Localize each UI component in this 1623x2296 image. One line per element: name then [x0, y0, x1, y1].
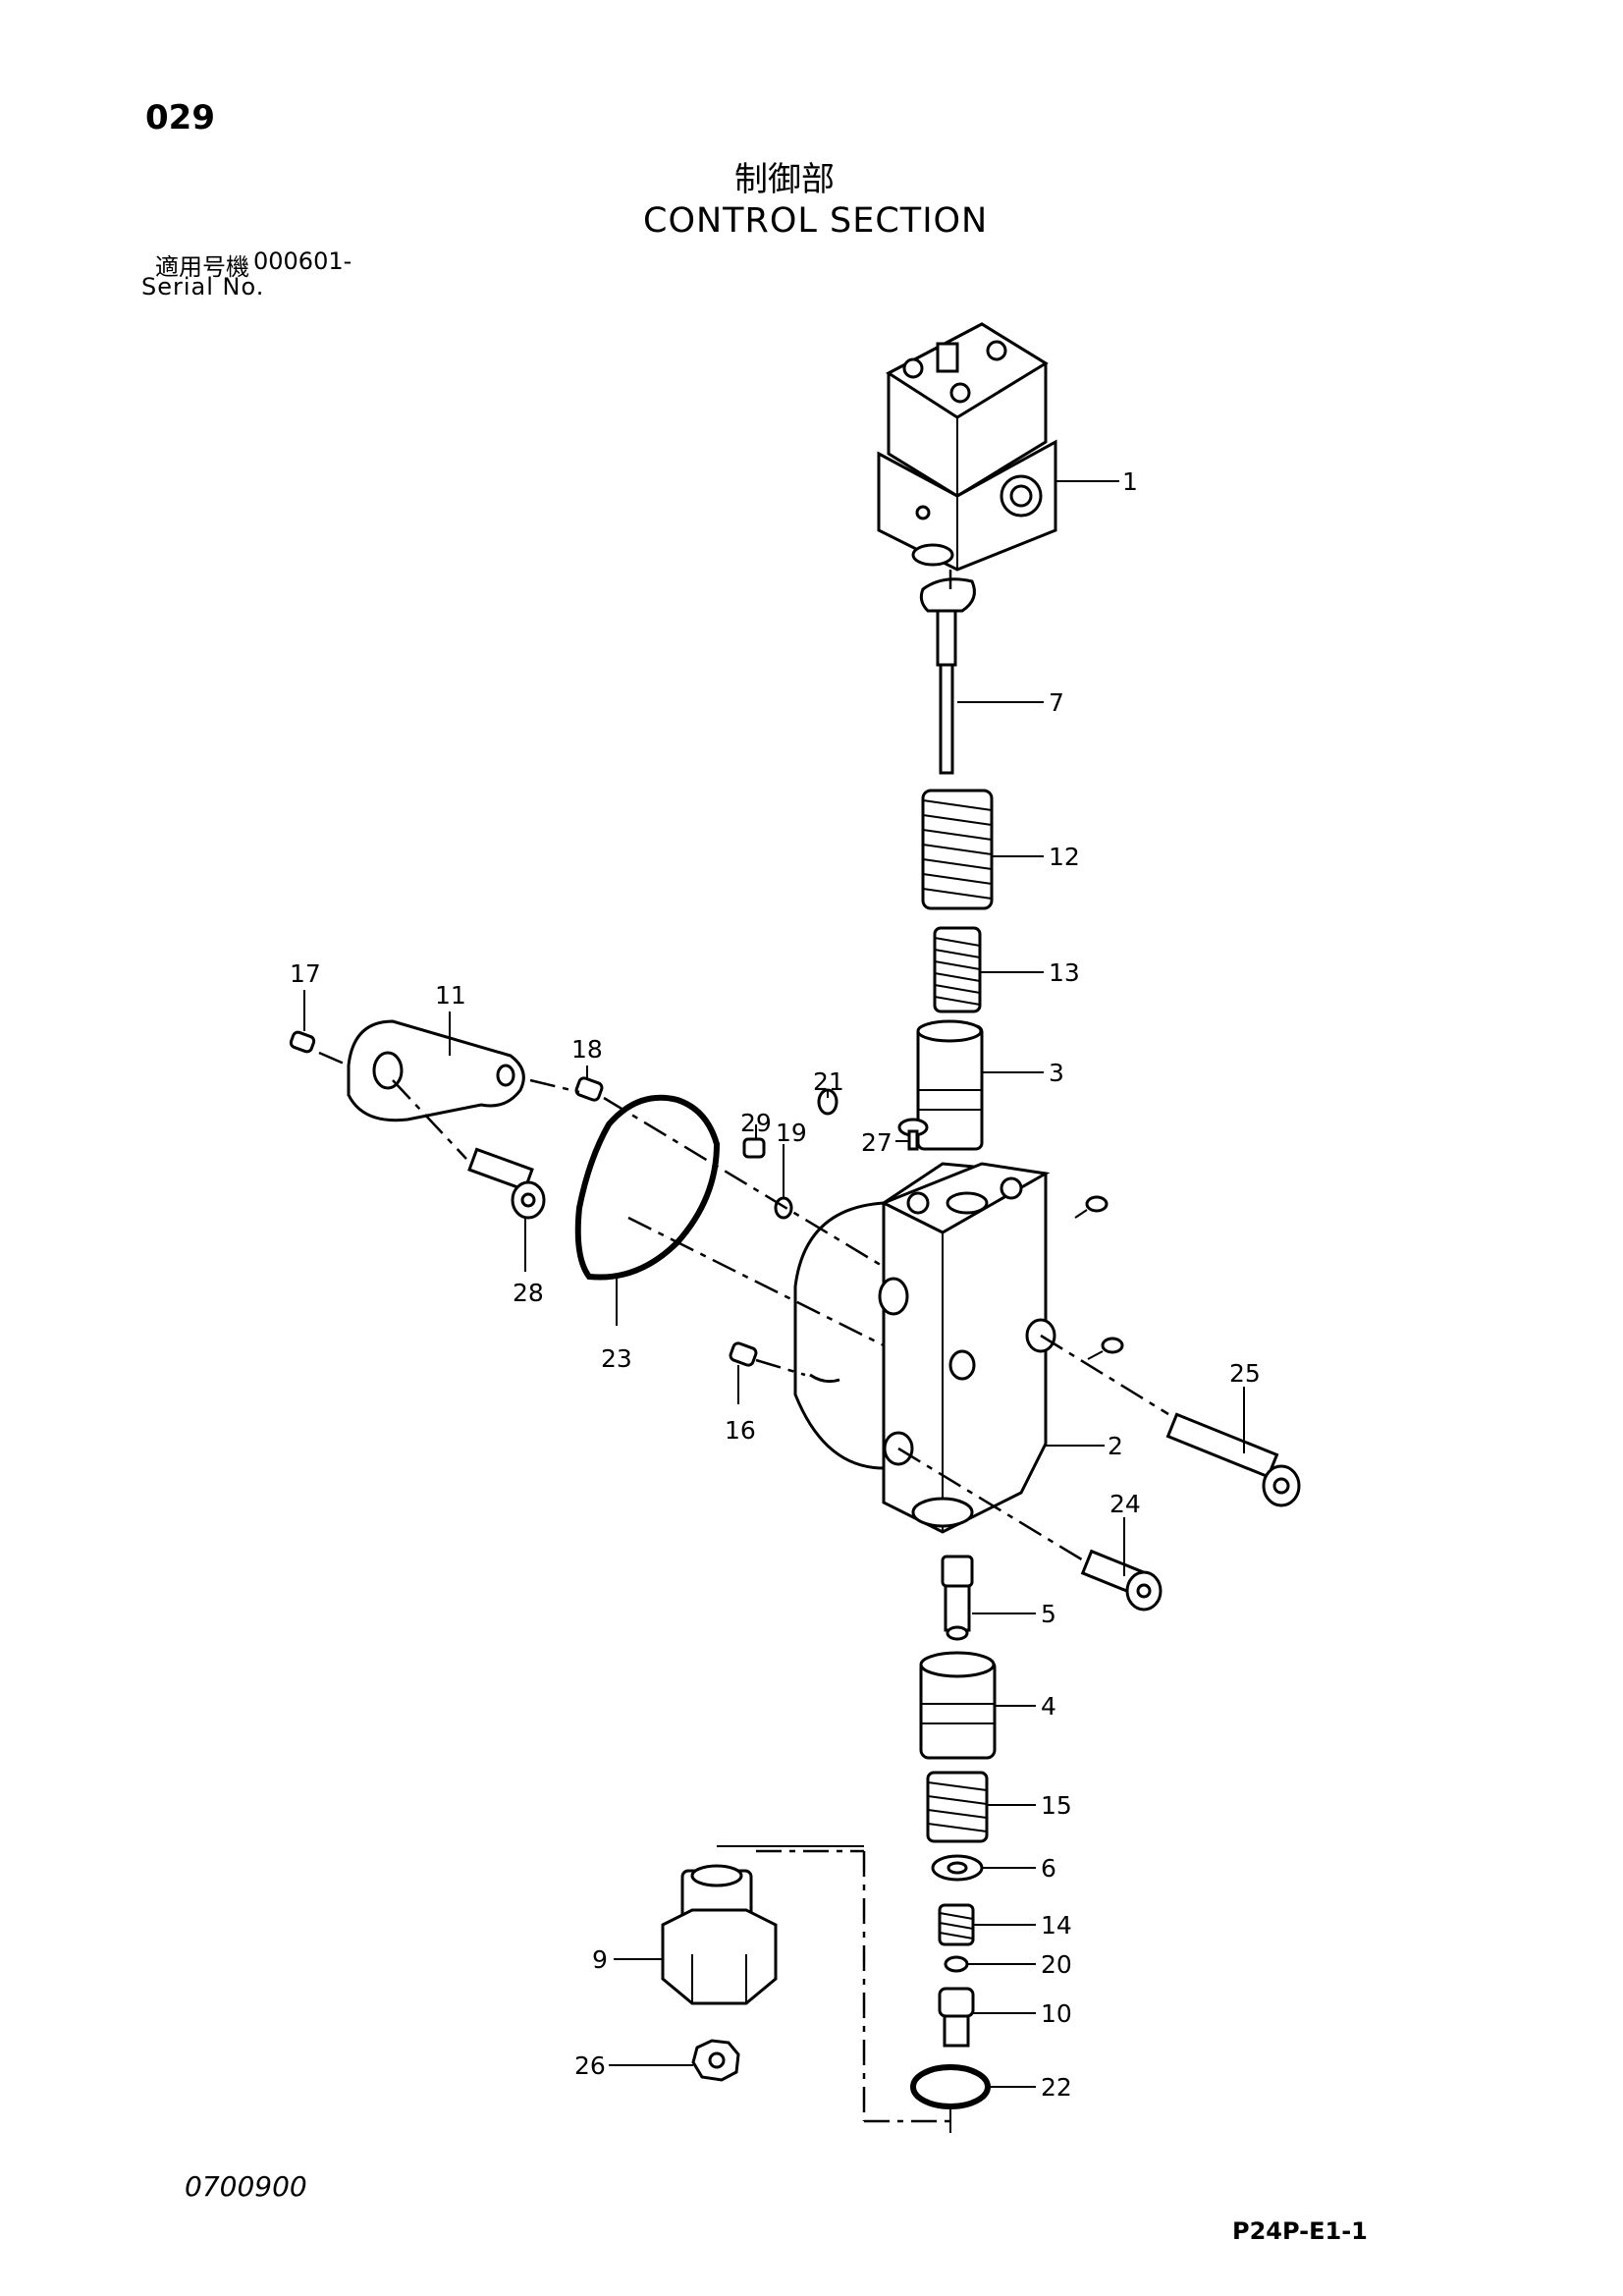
callout-4: 4 [1041, 1692, 1056, 1721]
part-20-o-ring [944, 1955, 969, 1973]
part-28-bolt [467, 1147, 546, 1220]
part-27-screw [897, 1118, 929, 1151]
document-code: 0700900 [185, 2170, 307, 2203]
callout-9: 9 [592, 1945, 608, 1974]
callout-28: 28 [513, 1279, 544, 1307]
callout-7: 7 [1049, 688, 1064, 717]
callout-leader-lines [303, 480, 1245, 2133]
part-22-o-ring [910, 2064, 991, 2109]
callout-6: 6 [1041, 1854, 1056, 1883]
part-19-o-ring [774, 1196, 793, 1220]
page-title: CONTROL SECTION [643, 201, 989, 241]
callout-16: 16 [725, 1416, 756, 1445]
part-screw-right-upper [1074, 1195, 1109, 1219]
callout-25: 25 [1229, 1359, 1261, 1388]
callout-11: 11 [435, 981, 466, 1010]
part-16-pin [729, 1341, 758, 1367]
callout-19: 19 [776, 1119, 807, 1147]
serial-number-value: 000601- [253, 247, 352, 275]
callout-20: 20 [1041, 1950, 1072, 1979]
callout-3: 3 [1049, 1059, 1064, 1087]
part-14-spring [938, 1903, 975, 1946]
part-7-stem [919, 577, 976, 775]
page-title-japanese: 制御部 [734, 160, 835, 199]
part-13-spring [933, 926, 982, 1013]
callout-13: 13 [1049, 958, 1080, 987]
callout-numbers: 1 7 12 13 3 17 11 18 21 29 19 27 28 23 1… [290, 467, 1261, 2102]
part-4-piston [919, 1651, 997, 1760]
part-1-solenoid-block [877, 322, 1057, 572]
callout-22: 22 [1041, 2073, 1072, 2102]
part-26-nut [691, 2039, 740, 2082]
callout-27: 27 [861, 1128, 893, 1157]
callout-10: 10 [1041, 1999, 1072, 2028]
page-number: 029 [145, 98, 215, 137]
part-25-bolt [1165, 1412, 1301, 1507]
reference-code: P24P-E1-1 [1232, 2217, 1368, 2245]
callout-14: 14 [1041, 1911, 1072, 1940]
part-9-plug [661, 1864, 778, 2005]
part-24-bolt [1080, 1549, 1163, 1612]
part-18-pin [574, 1076, 604, 1102]
serial-label-japanese: 適用号機 [155, 253, 249, 281]
callout-21: 21 [813, 1067, 844, 1096]
callout-1: 1 [1122, 467, 1138, 496]
part-screw-right-lower [1087, 1337, 1124, 1360]
part-29-plug [742, 1137, 766, 1159]
callout-18: 18 [571, 1035, 603, 1064]
callout-24: 24 [1109, 1490, 1141, 1518]
callout-2: 2 [1108, 1432, 1123, 1460]
callout-23: 23 [601, 1344, 632, 1373]
callout-29: 29 [740, 1109, 772, 1137]
assembly-center-lines [318, 570, 1169, 2123]
part-12-spring [921, 789, 994, 910]
part-2-housing [793, 1162, 1056, 1534]
callout-26: 26 [574, 2051, 606, 2080]
serial-label: Serial No. [141, 273, 265, 301]
callout-5: 5 [1041, 1600, 1056, 1628]
part-17-pin [289, 1030, 316, 1054]
callout-17: 17 [290, 959, 321, 988]
part-6-washer [931, 1854, 984, 1882]
callout-12: 12 [1049, 843, 1080, 871]
part-11-lever [347, 1019, 525, 1122]
part-3-sleeve [916, 1019, 984, 1151]
part-10-plunger [938, 1987, 975, 2048]
part-5-nozzle [941, 1555, 974, 1641]
part-15-spring [926, 1771, 989, 1843]
callout-15: 15 [1041, 1791, 1072, 1820]
